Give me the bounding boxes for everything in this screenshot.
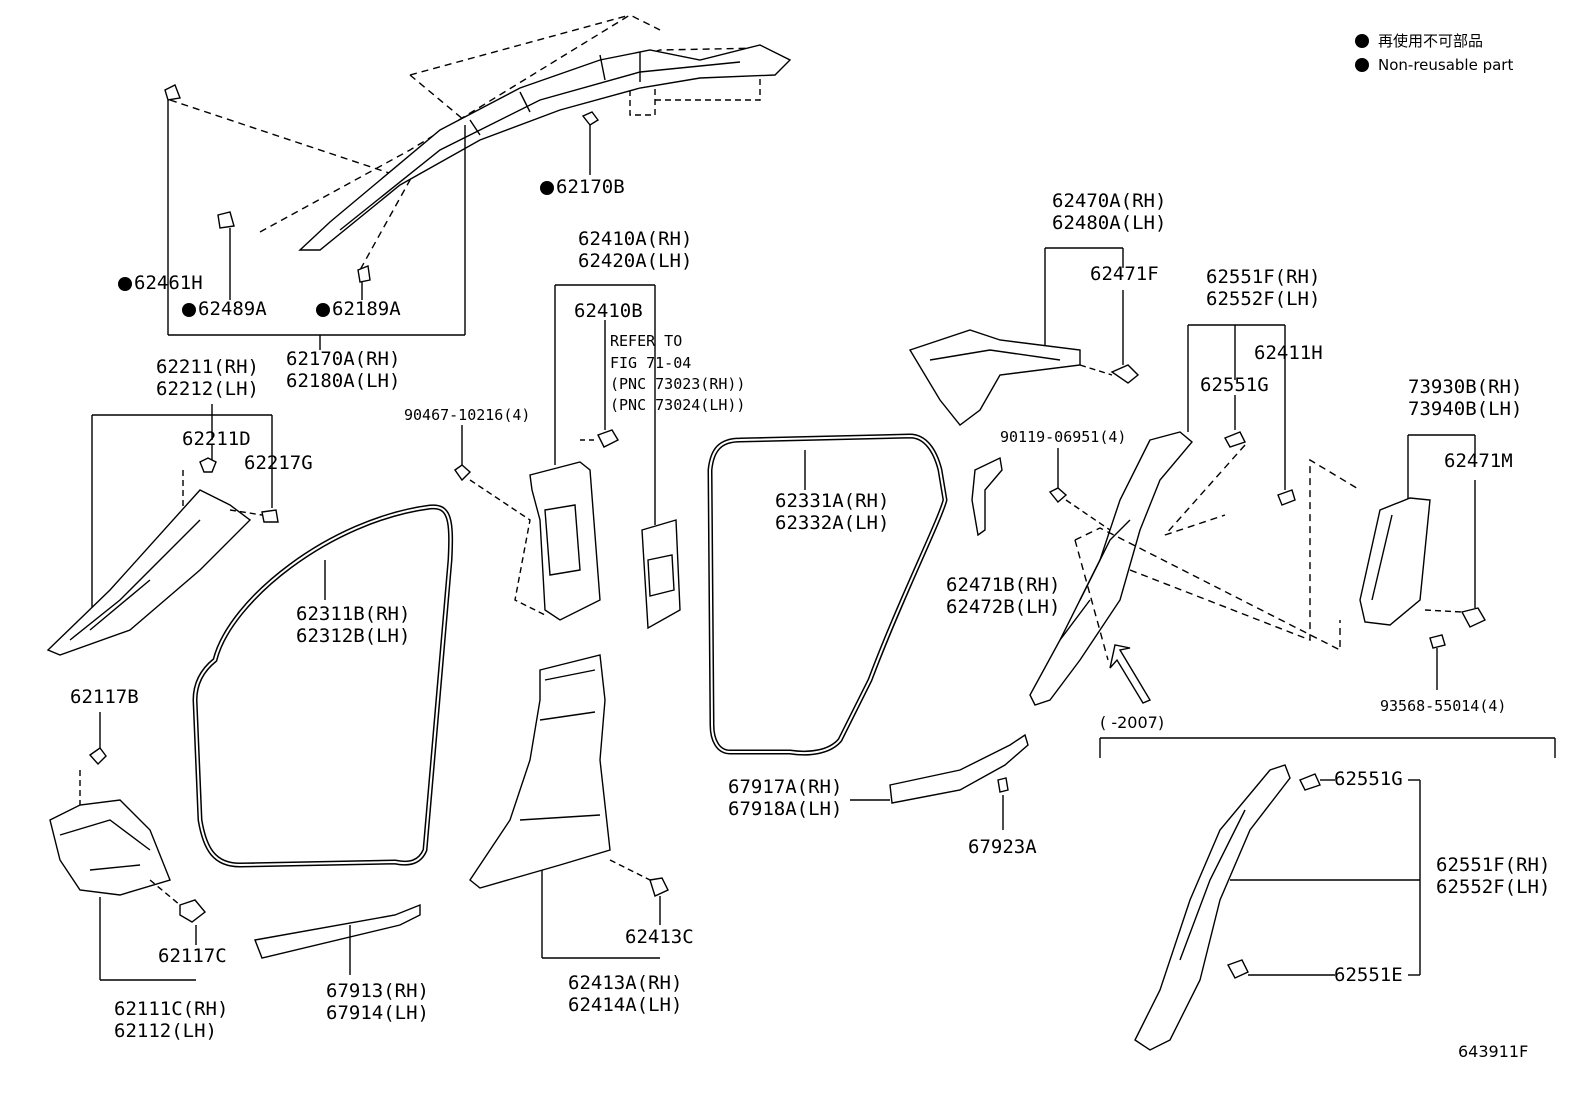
label-62414A: 62414A(LH) — [568, 994, 683, 1016]
label-62470A: 62470A(RH) — [1052, 190, 1167, 212]
label-62480A: 62480A(LH) — [1052, 212, 1167, 234]
label-62189A: 62189A — [316, 298, 401, 320]
label-67913: 67913(RH) — [326, 980, 429, 1002]
legend-en-text: Non-reusable part — [1378, 56, 1514, 74]
label-73940B: 73940B(LH) — [1408, 398, 1523, 420]
label-refer-4: (PNC 73024(LH)) — [610, 396, 746, 414]
a-pillar-group — [46, 404, 279, 656]
bullet-icon — [540, 181, 554, 195]
bullet-icon — [316, 303, 330, 317]
label-62112: 62112(LH) — [114, 1020, 217, 1042]
bullet-icon — [182, 303, 196, 317]
legend-jp-text: 再使用不可部品 — [1378, 32, 1484, 50]
rear-weatherstrip — [707, 433, 948, 756]
label-62411H: 62411H — [1254, 342, 1323, 364]
label-62551G-detail: 62551G — [1334, 768, 1403, 790]
quarter-trim-upper-group — [908, 247, 1140, 537]
front-weatherstrip — [192, 504, 454, 868]
detail-range-bracket — [1099, 737, 1556, 1051]
label-62420A: 62420A(LH) — [578, 250, 693, 272]
label-67917A: 67917A(RH) — [728, 776, 843, 798]
label-62461H: 62461H — [118, 272, 203, 294]
label-62170B-text: 62170B — [556, 176, 625, 198]
label-62410B: 62410B — [574, 300, 643, 322]
label-62410A: 62410A(RH) — [578, 228, 693, 250]
b-pillar-lower-group — [469, 654, 669, 959]
label-62461H-text: 62461H — [134, 272, 203, 294]
label-62331A: 62331A(RH) — [775, 490, 890, 512]
label-67923A: 67923A — [968, 836, 1037, 858]
label-62211: 62211(RH) — [156, 356, 259, 378]
label-refer-1: REFER TO — [610, 332, 683, 350]
front-scuff-plate — [254, 903, 421, 975]
bullet-icon — [1355, 58, 1369, 72]
label-90119: 90119-06951(4) — [1000, 428, 1127, 446]
quarter-trim-lower-group — [1029, 324, 1361, 706]
label-range: ( -2007) — [1100, 713, 1165, 732]
label-90467: 90467-10216(4) — [404, 406, 531, 424]
rear-scuff-plate — [850, 733, 1029, 830]
label-62413A: 62413A(RH) — [568, 972, 683, 994]
cowl-trim-group — [49, 712, 207, 981]
legend-en: Non-reusable part — [1355, 56, 1513, 74]
label-62552F-detail: 62552F(LH) — [1436, 876, 1551, 898]
bullet-icon — [118, 277, 132, 291]
label-62212: 62212(LH) — [156, 378, 259, 400]
label-62189A-text: 62189A — [332, 298, 401, 320]
label-62117C: 62117C — [158, 945, 227, 967]
label-73930B: 73930B(RH) — [1408, 376, 1523, 398]
label-62312B: 62312B(LH) — [296, 625, 411, 647]
label-62332A: 62332A(LH) — [775, 512, 890, 534]
label-62472B: 62472B(LH) — [946, 596, 1061, 618]
label-62180A: 62180A(LH) — [286, 370, 401, 392]
label-93568: 93568-55014(4) — [1380, 697, 1507, 715]
label-62211D: 62211D — [182, 428, 251, 450]
label-67918A: 67918A(LH) — [728, 798, 843, 820]
label-62311B: 62311B(RH) — [296, 603, 411, 625]
label-62471B: 62471B(RH) — [946, 574, 1061, 596]
side-garnish-group — [1359, 434, 1486, 690]
bullet-icon — [1355, 34, 1369, 48]
label-67914: 67914(LH) — [326, 1002, 429, 1024]
label-62471M: 62471M — [1444, 450, 1513, 472]
label-refer-3: (PNC 73023(RH)) — [610, 375, 746, 393]
label-62170B: 62170B — [540, 176, 625, 198]
label-62551G: 62551G — [1200, 374, 1269, 396]
label-62489A: 62489A — [182, 298, 267, 320]
label-62551F: 62551F(RH) — [1206, 266, 1321, 288]
label-62111C: 62111C(RH) — [114, 998, 229, 1020]
label-62471F: 62471F — [1090, 263, 1159, 285]
legend-jp: 再使用不可部品 — [1355, 30, 1483, 51]
label-62489A-text: 62489A — [198, 298, 267, 320]
label-62413C: 62413C — [625, 926, 694, 948]
figure-id: 643911F — [1458, 1042, 1529, 1061]
label-62217G: 62217G — [244, 452, 313, 474]
label-62552F: 62552F(LH) — [1206, 288, 1321, 310]
roof-rail-group — [164, 14, 792, 350]
label-62170A: 62170A(RH) — [286, 348, 401, 370]
label-62117B: 62117B — [70, 686, 139, 708]
label-62551E: 62551E — [1334, 964, 1403, 986]
b-pillar-upper-group — [454, 284, 681, 630]
label-62551F-detail: 62551F(RH) — [1436, 854, 1551, 876]
label-refer-2: FIG 71-04 — [610, 354, 692, 372]
